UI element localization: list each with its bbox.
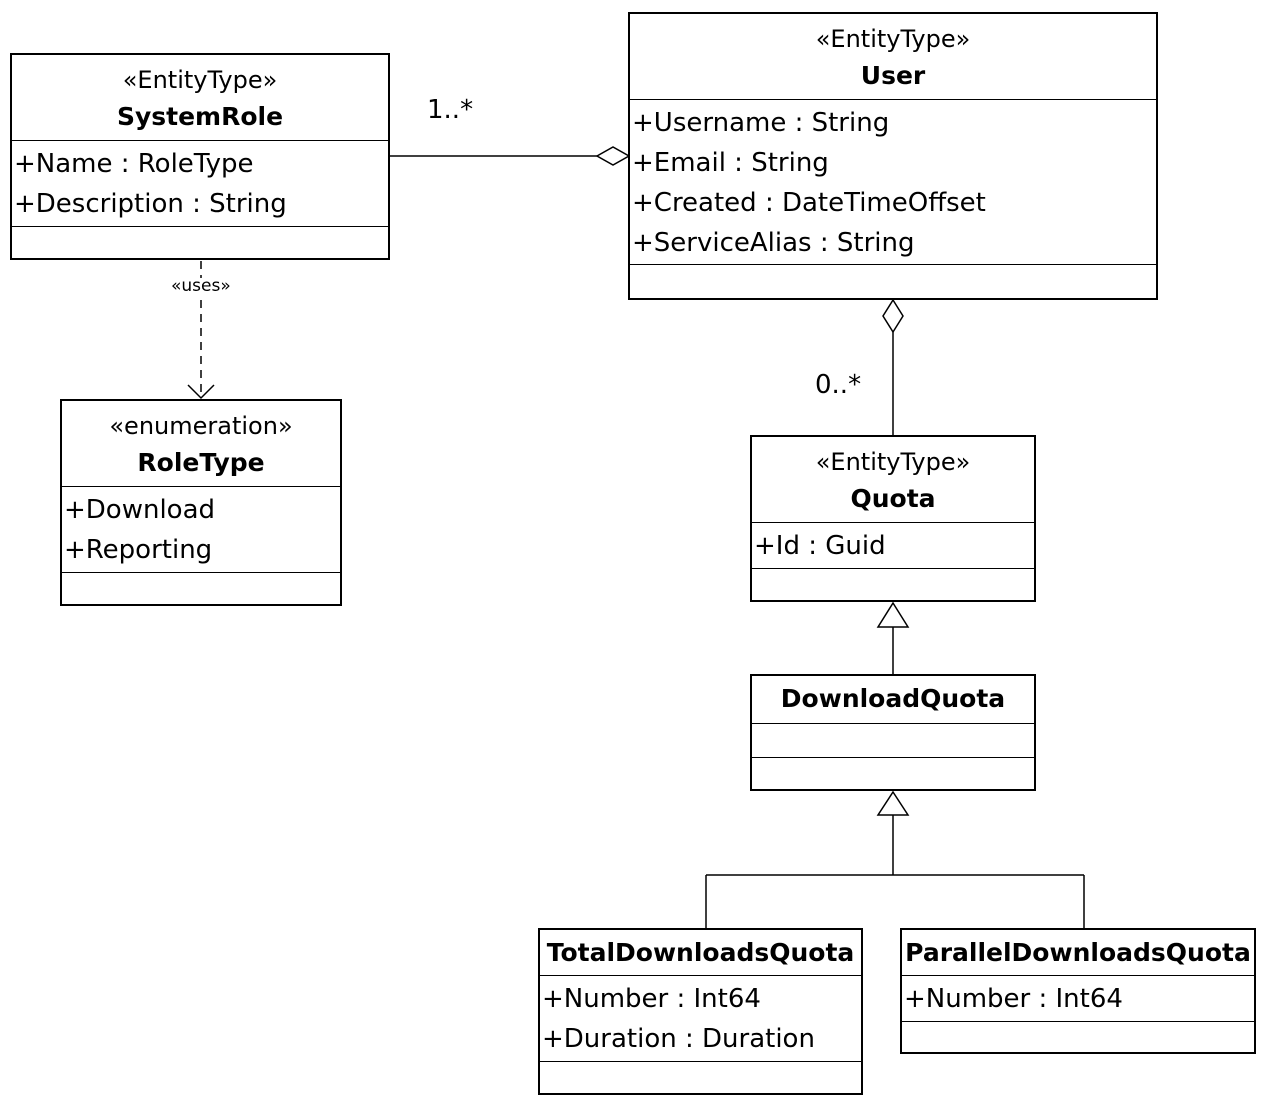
- operations-compartment: [630, 265, 1156, 298]
- class-header: DownloadQuota: [752, 676, 1034, 724]
- attributes-compartment: +Name : RoleType +Description : String: [12, 141, 388, 227]
- class-name: DownloadQuota: [780, 684, 1006, 713]
- stereotype: «EntityType»: [815, 25, 971, 53]
- class-name: User: [860, 61, 926, 90]
- class-roletype[interactable]: «enumeration» RoleType +Download +Report…: [60, 399, 342, 606]
- uses-dependency-arrowhead: [187, 384, 215, 400]
- class-name: ParallelDownloadsQuota: [905, 938, 1251, 967]
- attributes-compartment: +Username : String +Email : String +Crea…: [630, 100, 1156, 265]
- attribute: +Name : RoleType: [14, 149, 254, 179]
- uses-label: «uses»: [171, 276, 231, 296]
- attributes-compartment: +Id : Guid: [752, 523, 1034, 569]
- attribute: +Description : String: [14, 189, 287, 219]
- stereotype: «enumeration»: [109, 412, 293, 440]
- class-header: «EntityType» Quota: [752, 437, 1034, 523]
- class-name: SystemRole: [116, 102, 284, 131]
- attribute: +Number : Int64: [904, 984, 1123, 1014]
- attributes-compartment: [752, 724, 1034, 758]
- user-quota-aggregation-diamond: [882, 298, 904, 334]
- literals-compartment: +Download +Reporting: [62, 487, 340, 573]
- enum-literal: +Reporting: [64, 535, 213, 565]
- attribute: +Duration : Duration: [542, 1024, 815, 1054]
- operations-compartment: [752, 569, 1034, 600]
- operations-compartment: [902, 1022, 1254, 1052]
- class-paralleldownloadsquota[interactable]: ParallelDownloadsQuota +Number : Int64: [900, 928, 1256, 1054]
- class-quota[interactable]: «EntityType» Quota +Id : Guid: [750, 435, 1036, 602]
- enum-literal: +Download: [64, 495, 216, 525]
- class-header: ParallelDownloadsQuota: [902, 930, 1254, 976]
- systemrole-user-multiplicity: 1..*: [427, 95, 474, 125]
- systemrole-user-aggregation-diamond: [595, 146, 631, 166]
- class-downloadquota[interactable]: DownloadQuota: [750, 674, 1036, 791]
- attribute: +Email : String: [632, 148, 829, 178]
- class-header: «EntityType» User: [630, 14, 1156, 100]
- attribute: +Number : Int64: [542, 984, 761, 1014]
- class-header: «enumeration» RoleType: [62, 401, 340, 487]
- attribute: +Username : String: [632, 108, 890, 138]
- class-name: Quota: [850, 484, 936, 513]
- quota-generalization-arrowhead: [876, 601, 910, 628]
- class-totaldownloadsquota[interactable]: TotalDownloadsQuota +Number : Int64 +Dur…: [538, 928, 863, 1095]
- user-quota-multiplicity: 0..*: [815, 370, 862, 400]
- class-user[interactable]: «EntityType» User +Username : String +Em…: [628, 12, 1158, 300]
- class-name: TotalDownloadsQuota: [546, 938, 855, 967]
- stereotype: «EntityType»: [815, 448, 971, 476]
- stereotype: «EntityType»: [122, 66, 278, 94]
- attributes-compartment: +Number : Int64: [902, 976, 1254, 1022]
- attributes-compartment: +Number : Int64 +Duration : Duration: [540, 976, 861, 1062]
- operations-compartment: [62, 573, 340, 604]
- class-systemrole[interactable]: «EntityType» SystemRole +Name : RoleType…: [10, 53, 390, 260]
- attribute: +ServiceAlias : String: [632, 228, 915, 258]
- operations-compartment: [540, 1062, 861, 1093]
- downloadquota-generalization-arrowhead: [876, 790, 910, 816]
- attribute: +Id : Guid: [754, 531, 886, 561]
- attribute: +Created : DateTimeOffset: [632, 188, 986, 218]
- operations-compartment: [752, 758, 1034, 789]
- class-header: «EntityType» SystemRole: [12, 55, 388, 141]
- operations-compartment: [12, 227, 388, 258]
- class-name: RoleType: [137, 448, 265, 477]
- class-header: TotalDownloadsQuota: [540, 930, 861, 976]
